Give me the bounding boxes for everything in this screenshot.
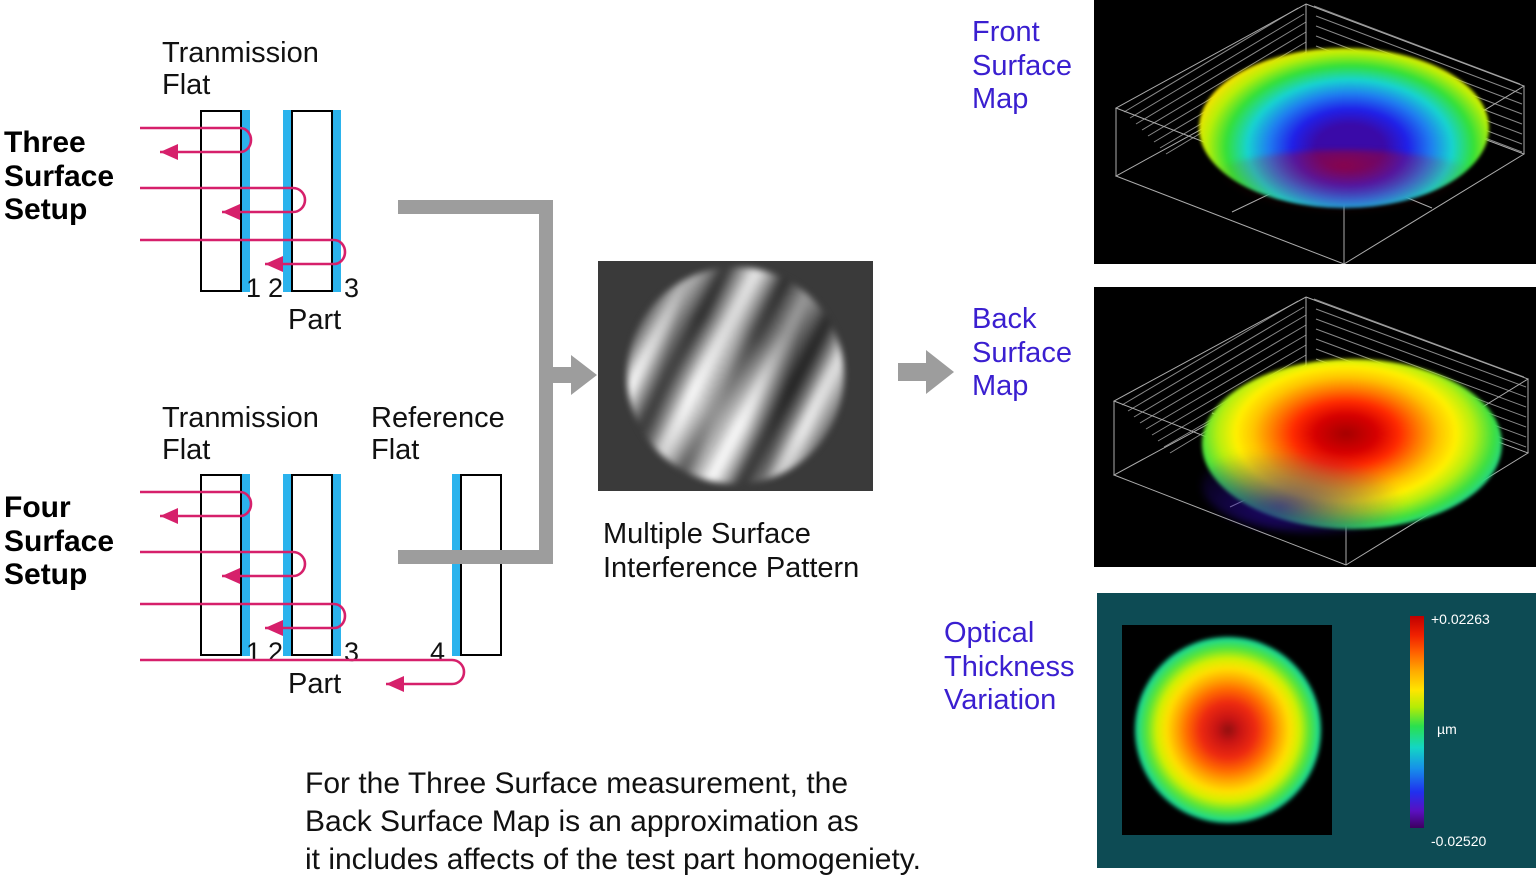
three-surface-transmission-flat-label: Tranmission Flat xyxy=(162,37,319,101)
four-surface-transmission-flat-label: Tranmission Flat xyxy=(162,402,319,466)
optical-thickness-variation-panel: +0.02263 µm -0.02520 xyxy=(1097,593,1536,868)
optical-thickness-map-image xyxy=(1122,625,1332,835)
three-surface-ray-bundle xyxy=(140,126,347,272)
three-surface-number-3: 3 xyxy=(344,273,360,303)
three-surface-part-plate xyxy=(291,110,333,292)
footnote-text: For the Three Surface measurement, the B… xyxy=(305,767,921,876)
colorbar-units-label: µm xyxy=(1437,721,1457,737)
front-surface-map-label: Front Surface Map xyxy=(972,16,1072,116)
three-surface-part-back-coating xyxy=(333,110,341,292)
four-surface-transmission-flat-coating xyxy=(242,474,250,656)
four-surface-part-plate xyxy=(291,474,333,656)
colorbar-min-label: -0.02520 xyxy=(1431,833,1487,849)
four-surface-reference-flat-label: Reference Flat xyxy=(371,402,505,466)
interference-fringe-disc xyxy=(627,267,844,484)
back-surface-map-panel xyxy=(1094,287,1536,567)
front-surface-map-rim-shadow xyxy=(1199,150,1489,220)
result-arrow-icon xyxy=(898,350,954,394)
back-surface-map-lower-shadow xyxy=(1202,437,1432,533)
three-surface-setup-title: Three Surface Setup xyxy=(4,126,115,227)
interference-pattern-caption: Multiple Surface Interference Pattern xyxy=(603,518,860,584)
three-surface-number-2: 2 xyxy=(268,273,284,303)
three-surface-part-label: Part xyxy=(288,304,342,336)
colorbar-gradient xyxy=(1410,616,1424,828)
three-surface-transmission-flat-plate xyxy=(200,110,242,292)
three-surface-part-front-coating xyxy=(283,110,291,292)
connector-bottom-arm xyxy=(398,550,553,564)
four-surface-transmission-flat-plate xyxy=(200,474,242,656)
four-surface-part-back-coating xyxy=(333,474,341,656)
back-surface-map-label: Back Surface Map xyxy=(972,303,1072,403)
colorbar-max-label: +0.02263 xyxy=(1431,611,1490,627)
four-surface-reference-flat-coating xyxy=(452,474,460,656)
three-surface-transmission-flat-coating xyxy=(242,110,250,292)
four-surface-setup-title: Four Surface Setup xyxy=(4,491,115,592)
optical-thickness-map-disc xyxy=(1135,637,1321,823)
four-surface-ray-bundle xyxy=(140,490,466,692)
connector-vertical-bar xyxy=(539,200,553,564)
front-surface-map-panel xyxy=(1094,0,1536,264)
optical-thickness-variation-label: Optical Thickness Variation xyxy=(944,617,1075,717)
four-surface-part-front-coating xyxy=(283,474,291,656)
connector-arrow-icon xyxy=(547,355,597,395)
three-surface-number-1: 1 xyxy=(246,273,262,303)
connector-top-arm xyxy=(398,200,553,214)
interference-pattern-image xyxy=(598,261,873,491)
four-surface-reference-flat-plate xyxy=(460,474,502,656)
four-surface-part-label: Part xyxy=(288,668,342,700)
